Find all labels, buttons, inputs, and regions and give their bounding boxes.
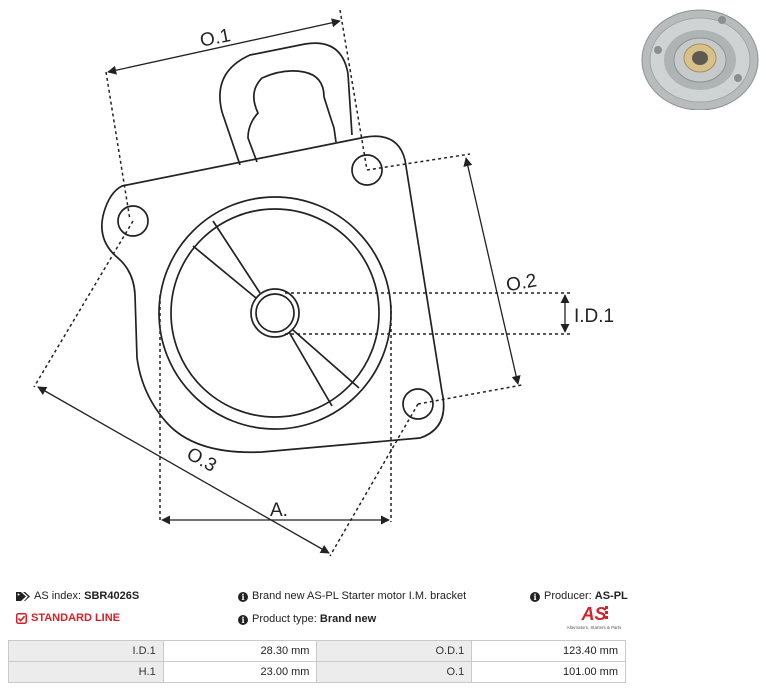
as-index-label: AS index: <box>34 590 82 602</box>
dim-o2-line <box>463 157 521 385</box>
spec-value: 23.00 mm <box>162 661 318 683</box>
bore-inner <box>255 293 295 333</box>
mounting-hole-top <box>351 154 383 186</box>
spec-label: O.D.1 <box>316 640 473 662</box>
as-index-value: SBR4026S <box>84 590 140 602</box>
standard-line-row: STANDARD LINE <box>16 611 120 625</box>
bore-outer <box>250 288 300 338</box>
logo-mark: AS <box>580 604 606 624</box>
standard-line-label: STANDARD LINE <box>31 612 121 624</box>
dim-o2-label: O.2 <box>505 270 539 296</box>
dim-o3-line <box>37 386 330 554</box>
producer-row: i Producer: AS-PL <box>530 589 628 603</box>
spec-label: O.1 <box>316 661 473 683</box>
check-square-icon <box>16 612 27 624</box>
product-type-value: Brand new <box>319 613 377 625</box>
bracket-handle <box>219 42 353 166</box>
product-type-row: i Product type: Brand new <box>238 612 376 626</box>
logo-tagline: Alternators, Starters & Parts <box>567 625 622 630</box>
producer-label: Producer: <box>544 590 592 602</box>
product-photo <box>634 6 762 110</box>
product-type-label: Product type: <box>252 613 317 625</box>
inner-ring <box>170 208 380 418</box>
spec-label: I.D.1 <box>8 640 164 662</box>
info-icon: i <box>238 592 248 602</box>
dim-o1-line <box>107 18 341 75</box>
spec-value: 123.40 mm <box>471 640 626 662</box>
tags-icon <box>16 591 30 601</box>
outer-ring <box>158 196 392 430</box>
mounting-hole-bottom <box>402 388 434 420</box>
producer-value: AS-PL <box>594 590 628 602</box>
description-text: Brand new AS-PL Starter motor I.M. brack… <box>252 590 467 602</box>
dim-o1-label: O.1 <box>198 25 232 51</box>
as-pl-logo: AS Alternators, Starters & Parts <box>567 604 622 630</box>
info-icon: i <box>238 615 248 625</box>
spec-label: H.1 <box>8 661 164 683</box>
table-row: I.D.1 28.30 mm O.D.1 123.40 mm <box>8 640 626 662</box>
specs-table: I.D.1 28.30 mm O.D.1 123.40 mm H.1 23.00… <box>8 640 626 683</box>
table-row: H.1 23.00 mm O.1 101.00 mm <box>8 661 626 683</box>
spec-value: 28.30 mm <box>162 640 318 662</box>
mounting-hole-left <box>117 205 149 237</box>
info-icon: i <box>530 592 540 602</box>
spec-value: 101.00 mm <box>471 661 626 683</box>
technical-drawing: O.1 O.2 O.3 I.D.1 A. <box>33 9 614 557</box>
bracket-handle-inner <box>247 70 337 163</box>
dim-id1-label: I.D.1 <box>574 306 614 327</box>
as-index-row: AS index: SBR4026S <box>16 589 139 603</box>
dim-a-label: A. <box>270 500 288 521</box>
description-row: i Brand new AS-PL Starter motor I.M. brac… <box>238 589 466 603</box>
